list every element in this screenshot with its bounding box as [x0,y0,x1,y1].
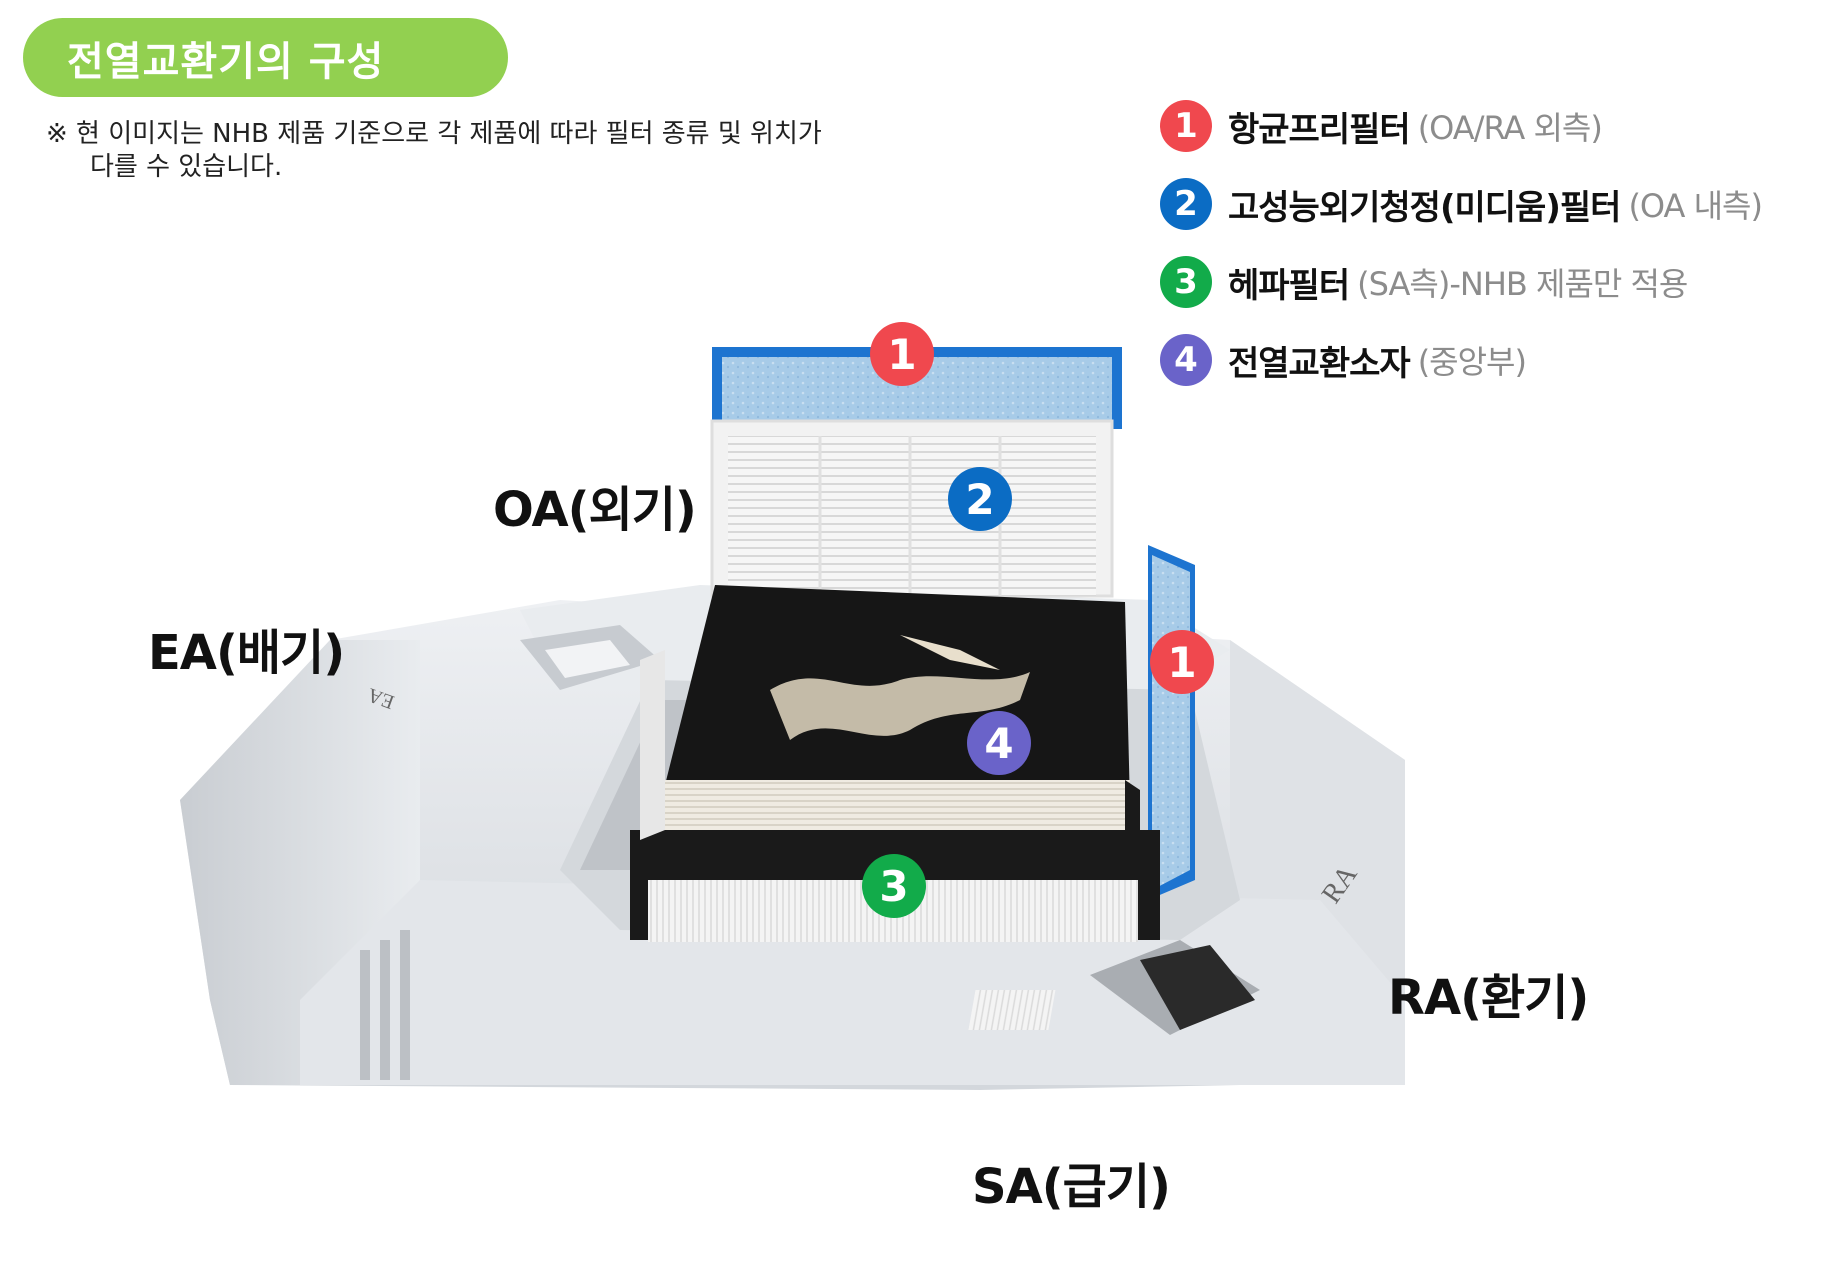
pin-4: 4 [967,711,1031,775]
pin-1-side: 1 [1150,630,1214,694]
legend-badge-1: 1 [1160,100,1212,152]
legend-item-3: 3 헤파필터 (SA측)-NHB 제품만 적용 [1160,256,1688,308]
legend-item-4: 4 전열교환소자 (중앙부) [1160,334,1527,386]
legend-desc-1: (OA/RA 외측) [1417,109,1603,147]
port-label-oa: OA(외기) [493,482,697,538]
title-pill: 전열교환기의 구성 [23,18,508,97]
port-label-ra: RA(환기) [1388,970,1589,1026]
page-title: 전열교환기의 구성 [67,38,385,85]
legend-badge-2: 2 [1160,178,1212,230]
legend-item-1: 1 항균프리필터 (OA/RA 외측) [1160,100,1603,152]
legend-name-2: 고성능외기청정(미디움)필터 [1228,187,1621,228]
legend-name-3: 헤파필터 [1228,265,1350,306]
legend-name-1: 항균프리필터 [1228,109,1411,150]
disclaimer-note: ※ 현 이미지는 NHB 제품 기준으로 각 제품에 따라 필터 종류 및 위치… [46,118,986,184]
legend-name-4: 전열교환소자 [1228,343,1411,384]
port-label-sa: SA(급기) [972,1159,1171,1215]
legend-desc-2: (OA 내측) [1628,187,1763,225]
port-label-ea: EA(배기) [148,625,345,681]
note-line-2: 다를 수 있습니다. [90,152,283,182]
pin-2: 2 [948,467,1012,531]
legend-desc-4: (중앙부) [1417,343,1527,381]
legend-badge-3: 3 [1160,256,1212,308]
legend-badge-4: 4 [1160,334,1212,386]
pin-3: 3 [862,854,926,918]
legend-item-2: 2 고성능외기청정(미디움)필터 (OA 내측) [1160,178,1763,230]
pin-1-top: 1 [870,322,934,386]
legend-desc-3: (SA측)-NHB 제품만 적용 [1357,265,1688,303]
note-line-1: ※ 현 이미지는 NHB 제품 기준으로 각 제품에 따라 필터 종류 및 위치… [46,119,822,149]
